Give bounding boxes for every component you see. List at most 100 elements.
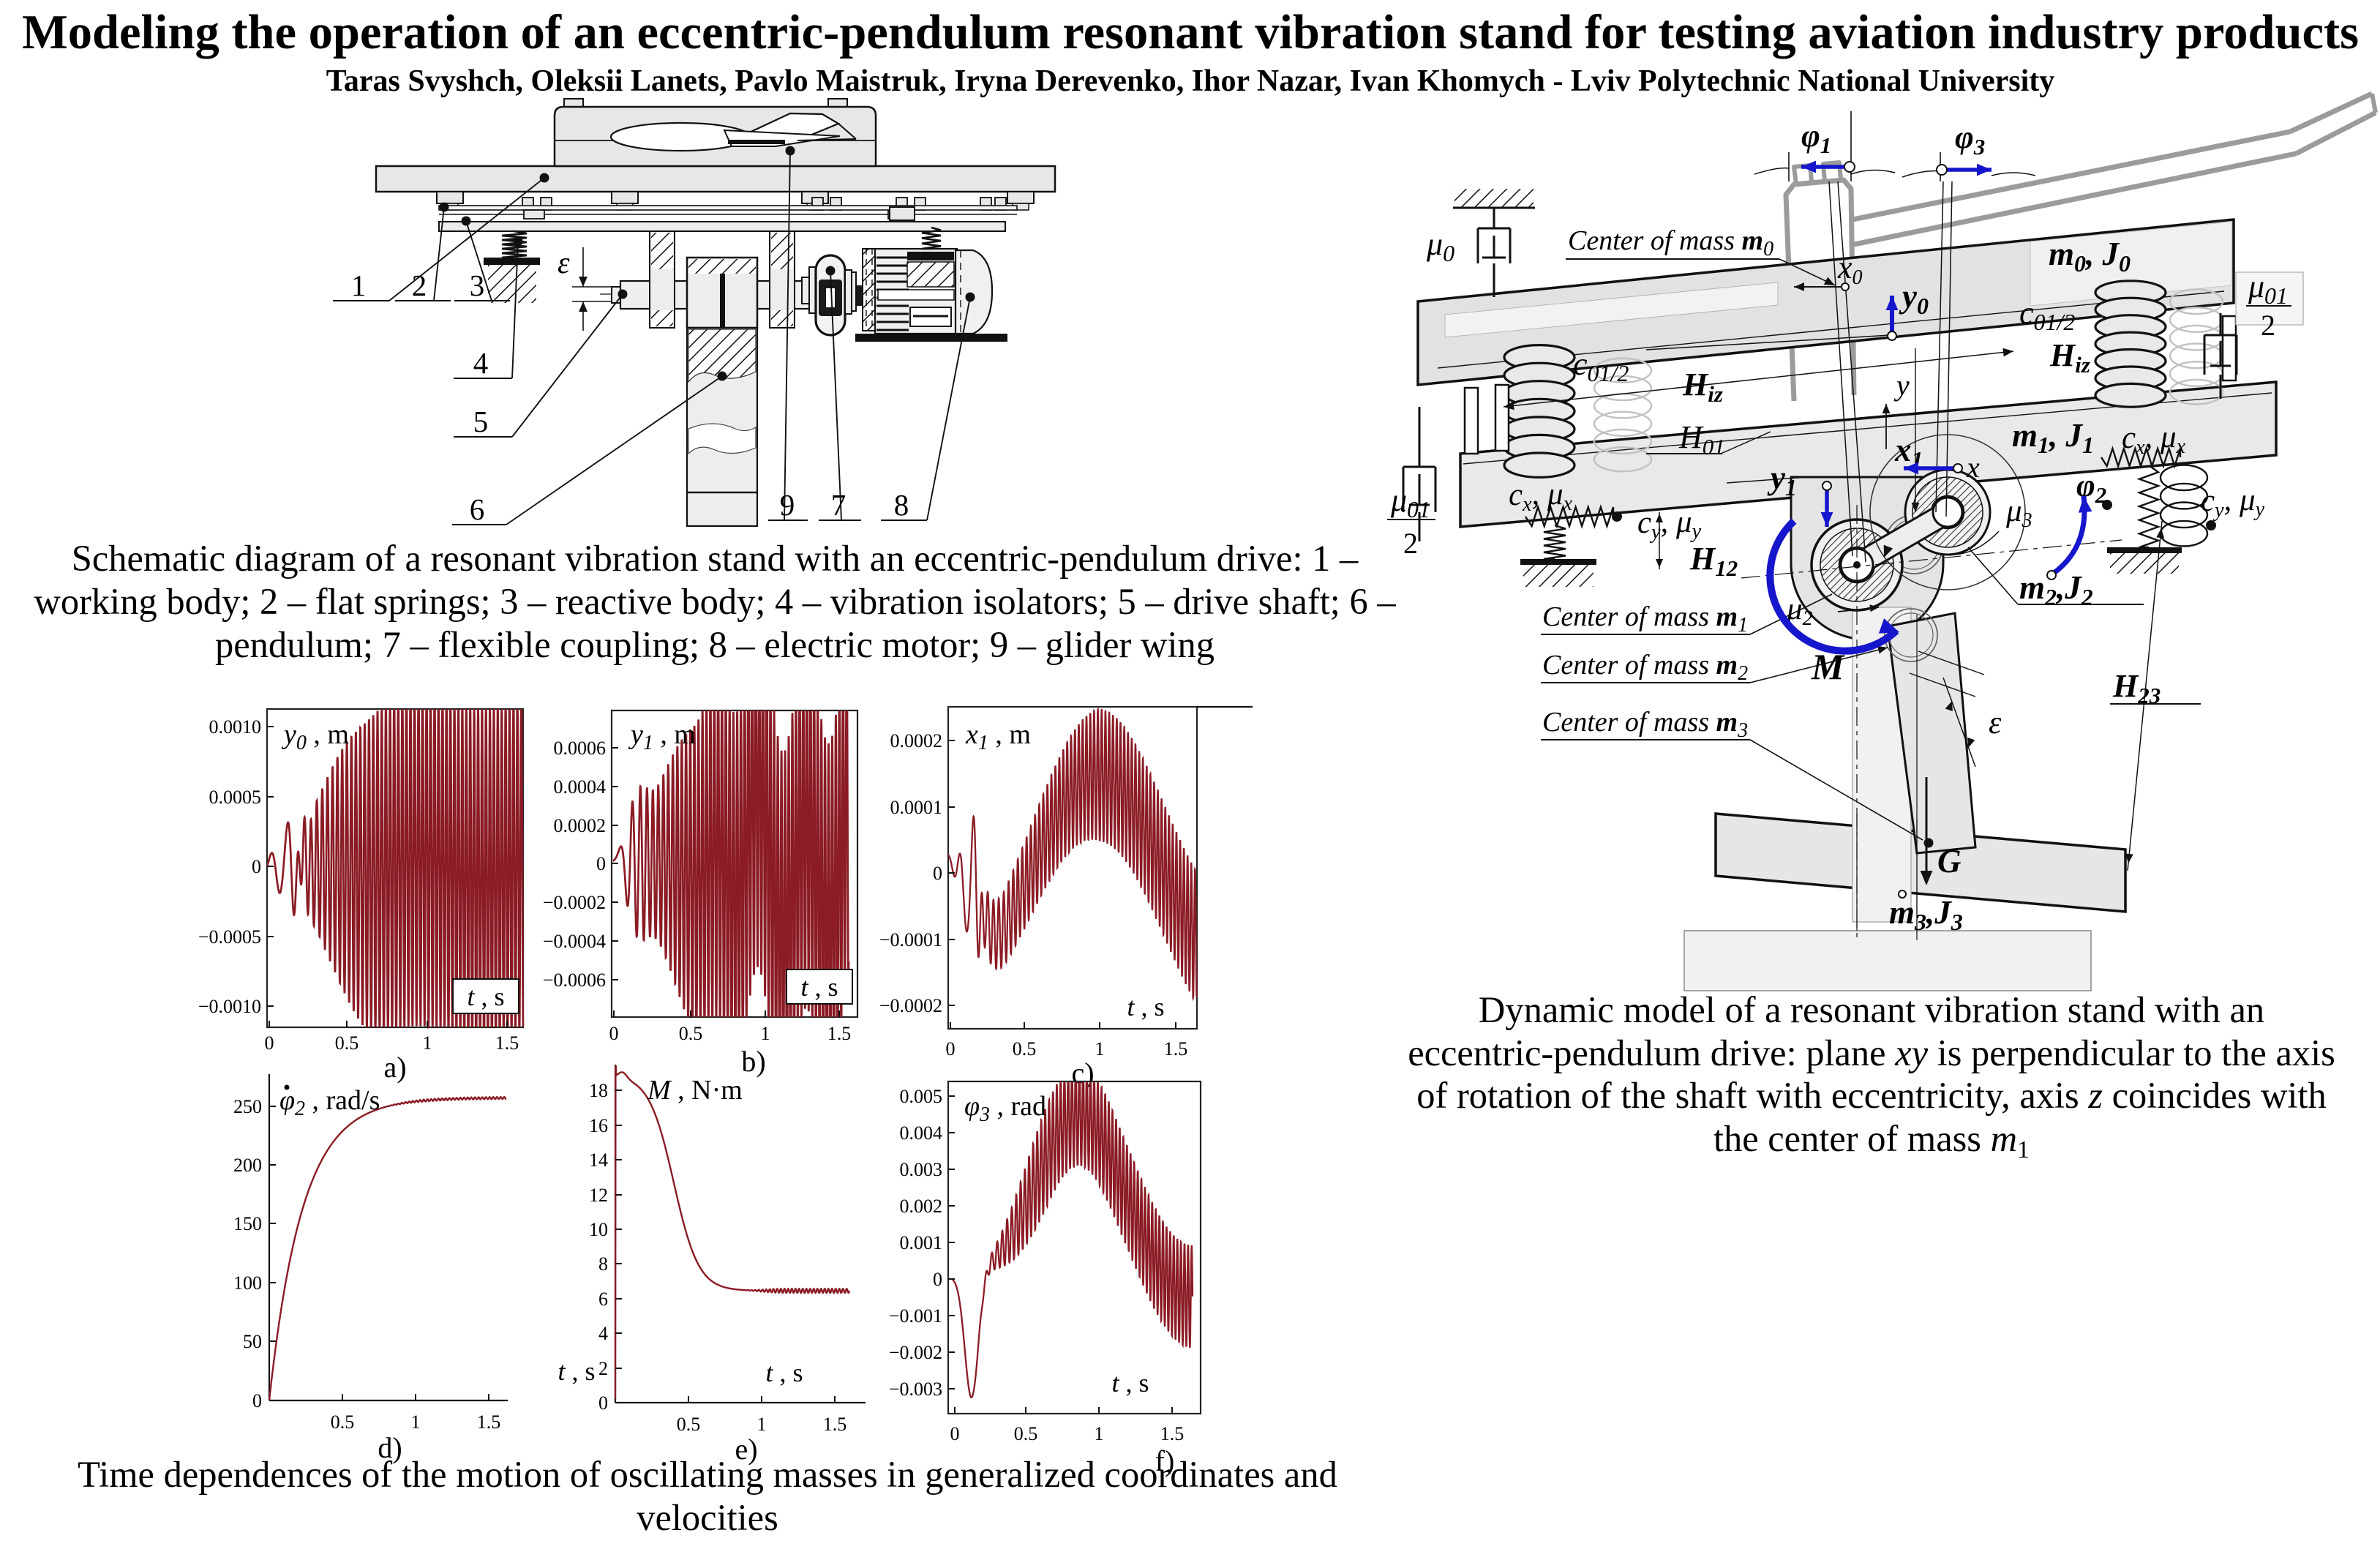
svg-text:0.0002: 0.0002 <box>554 815 607 836</box>
svg-text:0.0001: 0.0001 <box>890 797 943 818</box>
svg-text:t , s: t , s <box>1127 992 1164 1021</box>
svg-text:7: 7 <box>831 488 846 522</box>
svg-text:1: 1 <box>761 1023 770 1044</box>
svg-text:y0 , m: y0 , m <box>281 719 349 754</box>
svg-text:μ3: μ3 <box>2005 494 2032 532</box>
svg-text:0.5: 0.5 <box>335 1032 359 1054</box>
svg-text:1: 1 <box>423 1032 432 1054</box>
svg-text:2: 2 <box>1403 527 1418 560</box>
svg-text:1: 1 <box>351 269 367 302</box>
svg-text:y0: y0 <box>1899 278 1929 319</box>
svg-text:6: 6 <box>598 1289 608 1310</box>
svg-text:1: 1 <box>411 1411 421 1433</box>
svg-text:0: 0 <box>950 1423 960 1444</box>
svg-text:x: x <box>1966 451 1980 484</box>
svg-text:m1, J1: m1, J1 <box>2012 417 2094 458</box>
svg-text:Center of mass m1: Center of mass m1 <box>1542 601 1748 637</box>
svg-text:1.5: 1.5 <box>827 1023 852 1044</box>
svg-text:3: 3 <box>470 269 485 302</box>
svg-text:18: 18 <box>589 1080 608 1101</box>
svg-text:t , s: t , s <box>558 1357 595 1386</box>
svg-text:4: 4 <box>598 1323 608 1344</box>
svg-text:5: 5 <box>473 405 489 438</box>
svg-text:ε: ε <box>558 247 570 280</box>
svg-text:0.003: 0.003 <box>900 1159 943 1180</box>
svg-text:100: 100 <box>233 1272 262 1294</box>
svg-text:2: 2 <box>412 269 427 302</box>
svg-text:φ2 , rad/s: φ2 , rad/s <box>279 1085 380 1120</box>
svg-text:e): e) <box>735 1433 757 1466</box>
svg-text:0.0004: 0.0004 <box>554 776 607 798</box>
svg-text:cy, μy: cy, μy <box>2201 483 2265 522</box>
svg-text:t , s: t , s <box>1111 1368 1149 1398</box>
svg-text:8: 8 <box>894 488 909 522</box>
svg-text:1.5: 1.5 <box>477 1411 501 1433</box>
svg-text:250: 250 <box>233 1096 262 1117</box>
svg-text:1.5: 1.5 <box>1160 1423 1185 1444</box>
svg-text:Center of mass m0: Center of mass m0 <box>1568 225 1773 260</box>
svg-text:2: 2 <box>2261 309 2275 342</box>
svg-text:Time dependences of the motion: Time dependences of the motion of oscill… <box>78 1454 1337 1495</box>
svg-text:0.0005: 0.0005 <box>209 787 262 808</box>
svg-text:14: 14 <box>589 1149 608 1171</box>
svg-text:−0.0002: −0.0002 <box>543 892 606 913</box>
svg-text:Center of mass m2: Center of mass m2 <box>1542 650 1748 685</box>
svg-text:m0, J0: m0, J0 <box>2049 236 2131 277</box>
svg-text:μ0: μ0 <box>1426 226 1454 266</box>
svg-text:μ01: μ01 <box>1390 482 1430 522</box>
svg-text:m2,J2: m2,J2 <box>2019 569 2093 610</box>
svg-text:H12: H12 <box>1689 541 1738 581</box>
svg-text:0: 0 <box>596 853 606 874</box>
svg-text:working body; 2 – flat springs: working body; 2 – flat springs; 3 – reac… <box>34 581 1396 622</box>
svg-text:φ1: φ1 <box>1801 118 1831 158</box>
svg-text:t , s: t , s <box>765 1358 803 1387</box>
svg-text:y1 , m: y1 , m <box>628 719 696 754</box>
svg-text:0: 0 <box>933 1269 942 1290</box>
svg-text:0.5: 0.5 <box>679 1023 703 1044</box>
svg-text:Hiz: Hiz <box>2049 337 2090 378</box>
svg-text:0.5: 0.5 <box>1014 1423 1038 1444</box>
svg-text:b): b) <box>741 1045 765 1078</box>
svg-text:1: 1 <box>757 1414 767 1435</box>
svg-text:0.5: 0.5 <box>1013 1038 1037 1059</box>
svg-text:c01/2: c01/2 <box>2019 295 2075 335</box>
svg-text:0.0010: 0.0010 <box>209 716 262 738</box>
svg-text:pendulum; 7 – flexible couplin: pendulum; 7 – flexible coupling; 8 – ele… <box>215 624 1215 665</box>
svg-text:0: 0 <box>609 1023 619 1044</box>
svg-text:x0: x0 <box>1837 250 1863 289</box>
svg-text:0.002: 0.002 <box>900 1196 943 1217</box>
svg-text:φ3 , rad: φ3 , rad <box>964 1091 1046 1126</box>
svg-text:eccentric-pendulum drive: plan: eccentric-pendulum drive: plane xy is pe… <box>1408 1032 2335 1073</box>
svg-text:4: 4 <box>473 346 489 380</box>
svg-text:1: 1 <box>1095 1423 1104 1444</box>
svg-text:12: 12 <box>589 1185 608 1206</box>
svg-text:cx, μx: cx, μx <box>2122 420 2186 459</box>
svg-text:Schematic diagram of a resonan: Schematic diagram of a resonant vibratio… <box>72 538 1359 579</box>
svg-text:ε: ε <box>1989 705 2002 740</box>
svg-text:2: 2 <box>598 1358 608 1379</box>
svg-text:0.001: 0.001 <box>900 1232 943 1253</box>
svg-text:cx, μx: cx, μx <box>1509 477 1573 516</box>
svg-text:1.5: 1.5 <box>1164 1038 1188 1059</box>
svg-text:200: 200 <box>233 1155 262 1176</box>
svg-text:0.005: 0.005 <box>900 1086 943 1107</box>
svg-text:y: y <box>1893 369 1910 402</box>
svg-text:0.5: 0.5 <box>331 1411 355 1433</box>
svg-text:Dynamic model of a resonant vi: Dynamic model of a resonant vibration st… <box>1479 989 2264 1030</box>
svg-text:0.0002: 0.0002 <box>890 730 943 751</box>
svg-text:Modeling the operation of an e: Modeling the operation of an eccentric-p… <box>22 6 2359 59</box>
svg-text:G: G <box>1937 843 1962 879</box>
svg-text:9: 9 <box>780 488 795 522</box>
svg-text:of rotation of the shaft with: of rotation of the shaft with eccentrici… <box>1416 1075 2326 1116</box>
svg-text:t , s: t , s <box>800 972 838 1002</box>
svg-text:0: 0 <box>265 1032 274 1054</box>
svg-text:H23: H23 <box>2112 668 2161 708</box>
svg-text:1.5: 1.5 <box>495 1032 519 1054</box>
svg-text:H01: H01 <box>1678 419 1725 460</box>
svg-text:−0.0005: −0.0005 <box>198 926 261 948</box>
svg-text:−0.0002: −0.0002 <box>879 995 942 1016</box>
svg-text:f): f) <box>1155 1444 1175 1477</box>
svg-text:150: 150 <box>233 1213 262 1234</box>
svg-text:φ3: φ3 <box>1955 119 1985 160</box>
svg-text:the center of mass m1: the center of mass m1 <box>1713 1118 2030 1163</box>
